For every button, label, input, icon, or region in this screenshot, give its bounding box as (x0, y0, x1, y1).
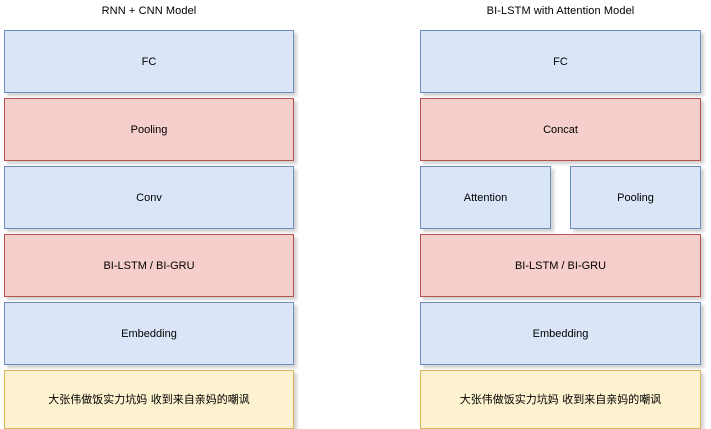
layer-box-embedding[interactable]: Embedding (420, 302, 701, 365)
layer-box-attention[interactable]: Attention (420, 166, 551, 229)
layer-box-bilstm-bigru[interactable]: BI-LSTM / BI-GRU (4, 234, 294, 297)
layer-row-fc: FC (420, 30, 701, 93)
layer-box-bilstm-bigru[interactable]: BI-LSTM / BI-GRU (420, 234, 701, 297)
layer-box-concat[interactable]: Concat (420, 98, 701, 161)
layer-box-conv[interactable]: Conv (4, 166, 294, 229)
layer-box-embedding[interactable]: Embedding (4, 302, 294, 365)
layer-row-input-text: 大张伟做饭实力坑妈 收到来自亲妈的嘲讽 (420, 370, 701, 429)
column-title-rnn-cnn: RNN + CNN Model (101, 5, 197, 17)
layer-row-bilstm-bigru: BI-LSTM / BI-GRU (420, 234, 701, 297)
layer-row-bilstm-bigru: BI-LSTM / BI-GRU (4, 234, 294, 297)
layer-stack-rnn-cnn: FC Pooling Conv BI-LSTM / BI-GRU Embeddi… (4, 30, 294, 429)
layer-row-concat: Concat (420, 98, 701, 161)
layer-box-input-text[interactable]: 大张伟做饭实力坑妈 收到来自亲妈的嘲讽 (4, 370, 294, 429)
layer-row-input-text: 大张伟做饭实力坑妈 收到来自亲妈的嘲讽 (4, 370, 294, 429)
model-column-bilstm-attention: BI-LSTM with Attention Model FC Concat A… (420, 0, 701, 429)
layer-box-input-text[interactable]: 大张伟做饭实力坑妈 收到来自亲妈的嘲讽 (420, 370, 701, 429)
layer-row-embedding: Embedding (4, 302, 294, 365)
layer-row-attention-pooling: Attention Pooling (420, 166, 701, 229)
layer-stack-bilstm-attention: FC Concat Attention Pooling BI-LSTM / BI… (420, 30, 701, 429)
layer-box-fc[interactable]: FC (420, 30, 701, 93)
layer-box-pooling[interactable]: Pooling (570, 166, 701, 229)
layer-row-embedding: Embedding (420, 302, 701, 365)
layer-box-fc[interactable]: FC (4, 30, 294, 93)
model-column-rnn-cnn: RNN + CNN Model FC Pooling Conv BI-LSTM … (4, 0, 294, 429)
layer-row-conv: Conv (4, 166, 294, 229)
layer-row-fc: FC (4, 30, 294, 93)
layer-row-pooling: Pooling (4, 98, 294, 161)
layer-box-pooling[interactable]: Pooling (4, 98, 294, 161)
column-title-bilstm-attention: BI-LSTM with Attention Model (486, 5, 635, 17)
